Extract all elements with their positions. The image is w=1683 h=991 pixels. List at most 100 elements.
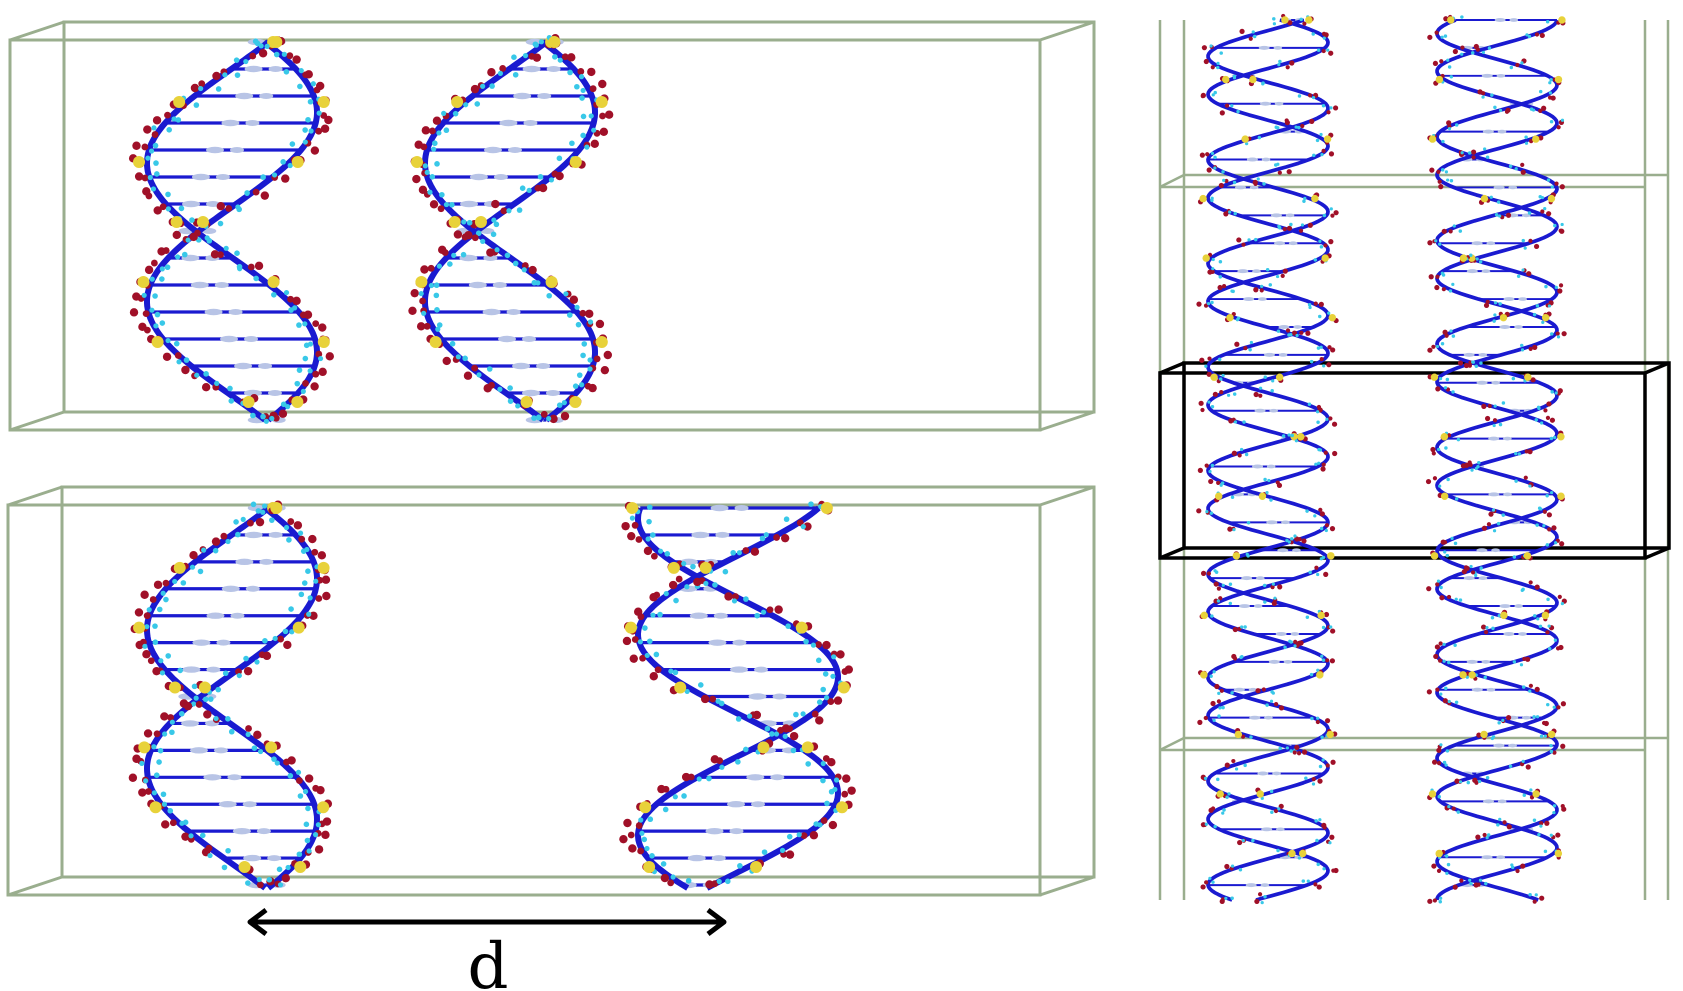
- hydrogen-atom: [1221, 373, 1225, 378]
- hydrogen-atom: [1326, 48, 1330, 52]
- hydrogen-atom: [164, 264, 171, 271]
- phosphorus-atom: [173, 96, 186, 108]
- oxygen-atom: [528, 52, 536, 60]
- oxygen-atom: [1560, 743, 1566, 749]
- phosphorus-atom: [1435, 849, 1443, 858]
- oxygen-atom: [1328, 50, 1334, 56]
- base-ring: [1463, 576, 1475, 581]
- oxygen-atom: [1241, 242, 1246, 247]
- hydrogen-atom: [641, 836, 648, 843]
- hydrogen-atom: [1451, 282, 1455, 287]
- hydrogen-atom: [422, 163, 428, 169]
- oxygen-atom: [1551, 525, 1557, 531]
- oxygen-atom: [774, 605, 783, 614]
- phosphorus-atom: [1221, 75, 1230, 84]
- hydrogen-atom: [161, 801, 168, 807]
- hydrogen-atom: [1469, 564, 1473, 569]
- oxygen-atom: [786, 725, 794, 733]
- hydrogen-atom: [664, 551, 671, 557]
- hydrogen-atom: [779, 847, 786, 853]
- oxygen-atom: [1307, 93, 1313, 98]
- hydrogen-atom: [820, 777, 826, 784]
- hydrogen-atom: [690, 563, 696, 570]
- oxygen-atom: [310, 382, 319, 391]
- oxygen-atom: [1204, 463, 1209, 468]
- oxygen-atom: [310, 146, 320, 155]
- hydrogen-atom: [1440, 271, 1444, 275]
- hydrogen-atom: [139, 760, 145, 766]
- oxygen-atom: [1505, 212, 1512, 218]
- phosphorus-atom: [1554, 75, 1563, 84]
- hydrogen-atom: [1549, 436, 1554, 441]
- hydrogen-atom: [1300, 223, 1305, 227]
- base-ring: [482, 308, 501, 316]
- hydrogen-atom: [1219, 483, 1223, 487]
- hydrogen-atom: [1485, 776, 1490, 780]
- hydrogen-atom: [1447, 804, 1451, 809]
- hydrogen-atom: [1213, 569, 1217, 573]
- hydrogen-atom: [1439, 585, 1443, 590]
- hydrogen-atom: [1528, 689, 1532, 693]
- hydrogen-atom: [1475, 257, 1479, 261]
- hydrogen-atom: [296, 851, 303, 858]
- oxygen-atom: [308, 534, 317, 544]
- oxygen-atom: [253, 730, 262, 740]
- oxygen-atom: [1323, 611, 1330, 618]
- hydrogen-atom: [1546, 597, 1550, 602]
- oxygen-atom: [1481, 525, 1488, 531]
- top-cell-box-edge: [1039, 410, 1095, 432]
- base-ring: [1290, 632, 1300, 636]
- hydrogen-atom: [1216, 599, 1220, 603]
- oxygen-atom: [256, 881, 264, 889]
- hydrogen-atom: [824, 800, 830, 807]
- top-cell-box: [8, 20, 1096, 432]
- hydrogen-atom: [199, 832, 206, 839]
- base-ring: [746, 774, 765, 781]
- base-ring: [1245, 883, 1257, 888]
- hydrogen-atom: [159, 276, 165, 282]
- oxygen-atom: [1277, 170, 1282, 175]
- hydrogen-atom: [466, 219, 473, 226]
- hydrogen-atom: [1244, 452, 1249, 457]
- base-ring: [206, 666, 221, 673]
- base-ring: [1273, 46, 1283, 50]
- oxygen-atom: [1197, 719, 1203, 725]
- oxygen-atom: [1470, 149, 1477, 155]
- hydrogen-atom: [1445, 377, 1450, 382]
- hydrogen-atom: [1469, 881, 1473, 886]
- hydrogen-atom: [463, 102, 469, 108]
- oxygen-atom: [777, 726, 784, 734]
- hydrogen-atom: [1329, 207, 1333, 211]
- base-ring: [1476, 380, 1488, 385]
- hydrogen-atom: [1532, 818, 1537, 822]
- hydrogen-atom: [1236, 109, 1240, 114]
- hydrogen-atom: [1451, 334, 1456, 338]
- base-ring: [181, 720, 200, 727]
- oxygen-atom: [1468, 462, 1473, 467]
- hydrogen-atom: [1288, 639, 1292, 643]
- hydrogen-atom: [1329, 625, 1333, 629]
- oxygen-atom: [1436, 868, 1442, 873]
- hydrogen-atom: [1560, 222, 1564, 227]
- base-ring: [523, 120, 538, 126]
- oxygen-atom: [1205, 152, 1210, 157]
- hydrogen-atom: [639, 830, 645, 836]
- oxygen-atom: [1206, 167, 1212, 173]
- oxygen-atom: [1540, 209, 1545, 214]
- hydrogen-atom: [146, 607, 152, 613]
- hydrogen-atom: [436, 322, 443, 328]
- oxygen-atom: [162, 352, 172, 361]
- hydrogen-atom: [1478, 878, 1483, 882]
- oxygen-atom: [1329, 526, 1336, 532]
- hydrogen-atom: [188, 833, 194, 839]
- oxygen-atom: [1542, 509, 1547, 514]
- base-ring: [1481, 855, 1493, 860]
- base-ring: [772, 693, 787, 700]
- hydrogen-atom: [1521, 268, 1525, 272]
- oxygen-atom: [534, 184, 542, 192]
- base-ring: [214, 282, 229, 288]
- oxygen-atom: [1552, 750, 1557, 755]
- hydrogen-atom: [1210, 300, 1214, 305]
- phosphorus-atom: [1554, 849, 1563, 858]
- base-ring: [545, 390, 560, 396]
